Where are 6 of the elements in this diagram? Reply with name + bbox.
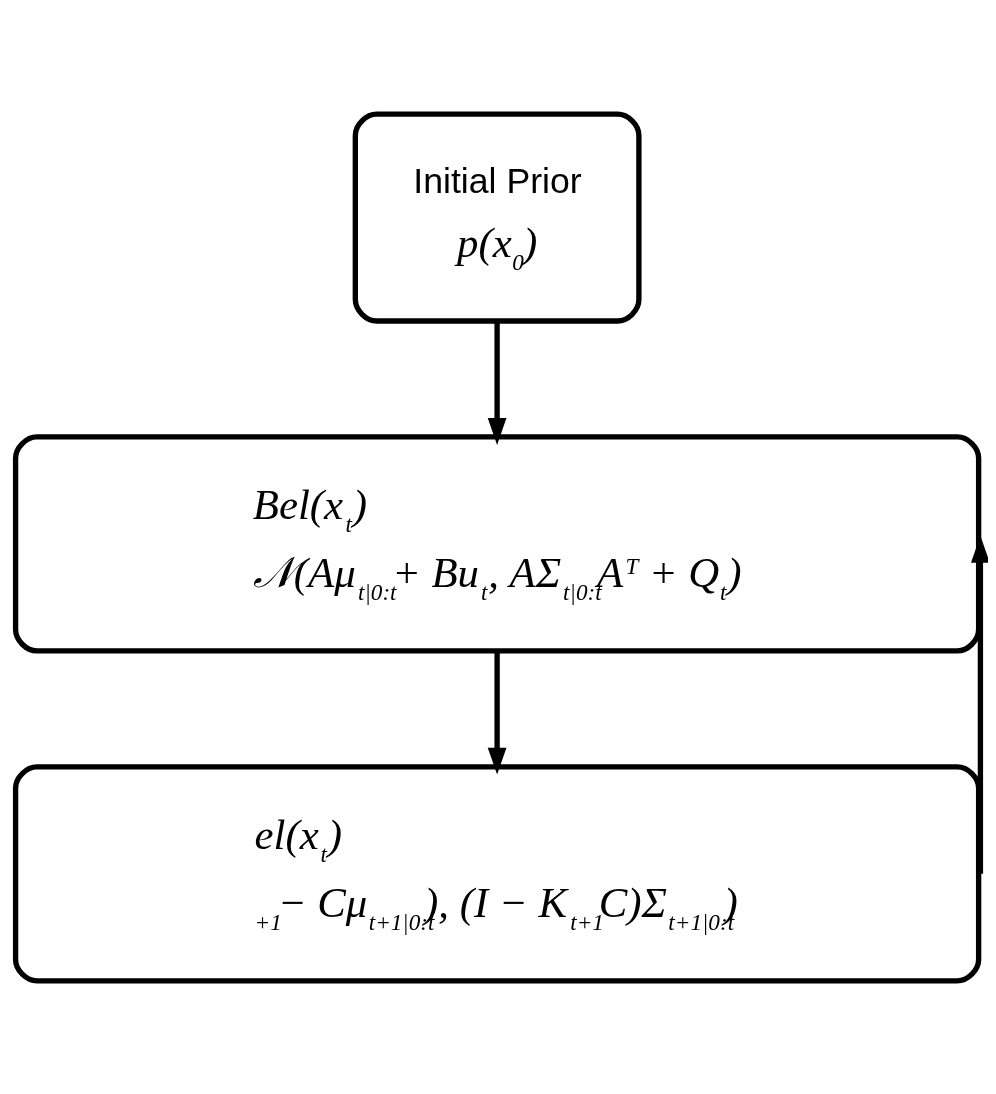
arrow: [971, 535, 988, 874]
arrow: [487, 650, 507, 774]
arrow: [487, 321, 507, 445]
node-box: el(x$_{t}$) $_{+1}$− Cμ$_{t+1|0:t}$), (I − K$_{t+1}$C)Σ$_{t+1|0:t}$): [12, 763, 982, 984]
node-box: Bel(x$_{t}$) 𝒩(Aμ$_{t|0:t}$+ Bu$_{t}$, AΣ$_{t|0:t}$A$^{T}$ + Q$_{t}$): [12, 433, 982, 654]
node-box: Initial Prior p(x$_{0}$): [352, 110, 642, 324]
